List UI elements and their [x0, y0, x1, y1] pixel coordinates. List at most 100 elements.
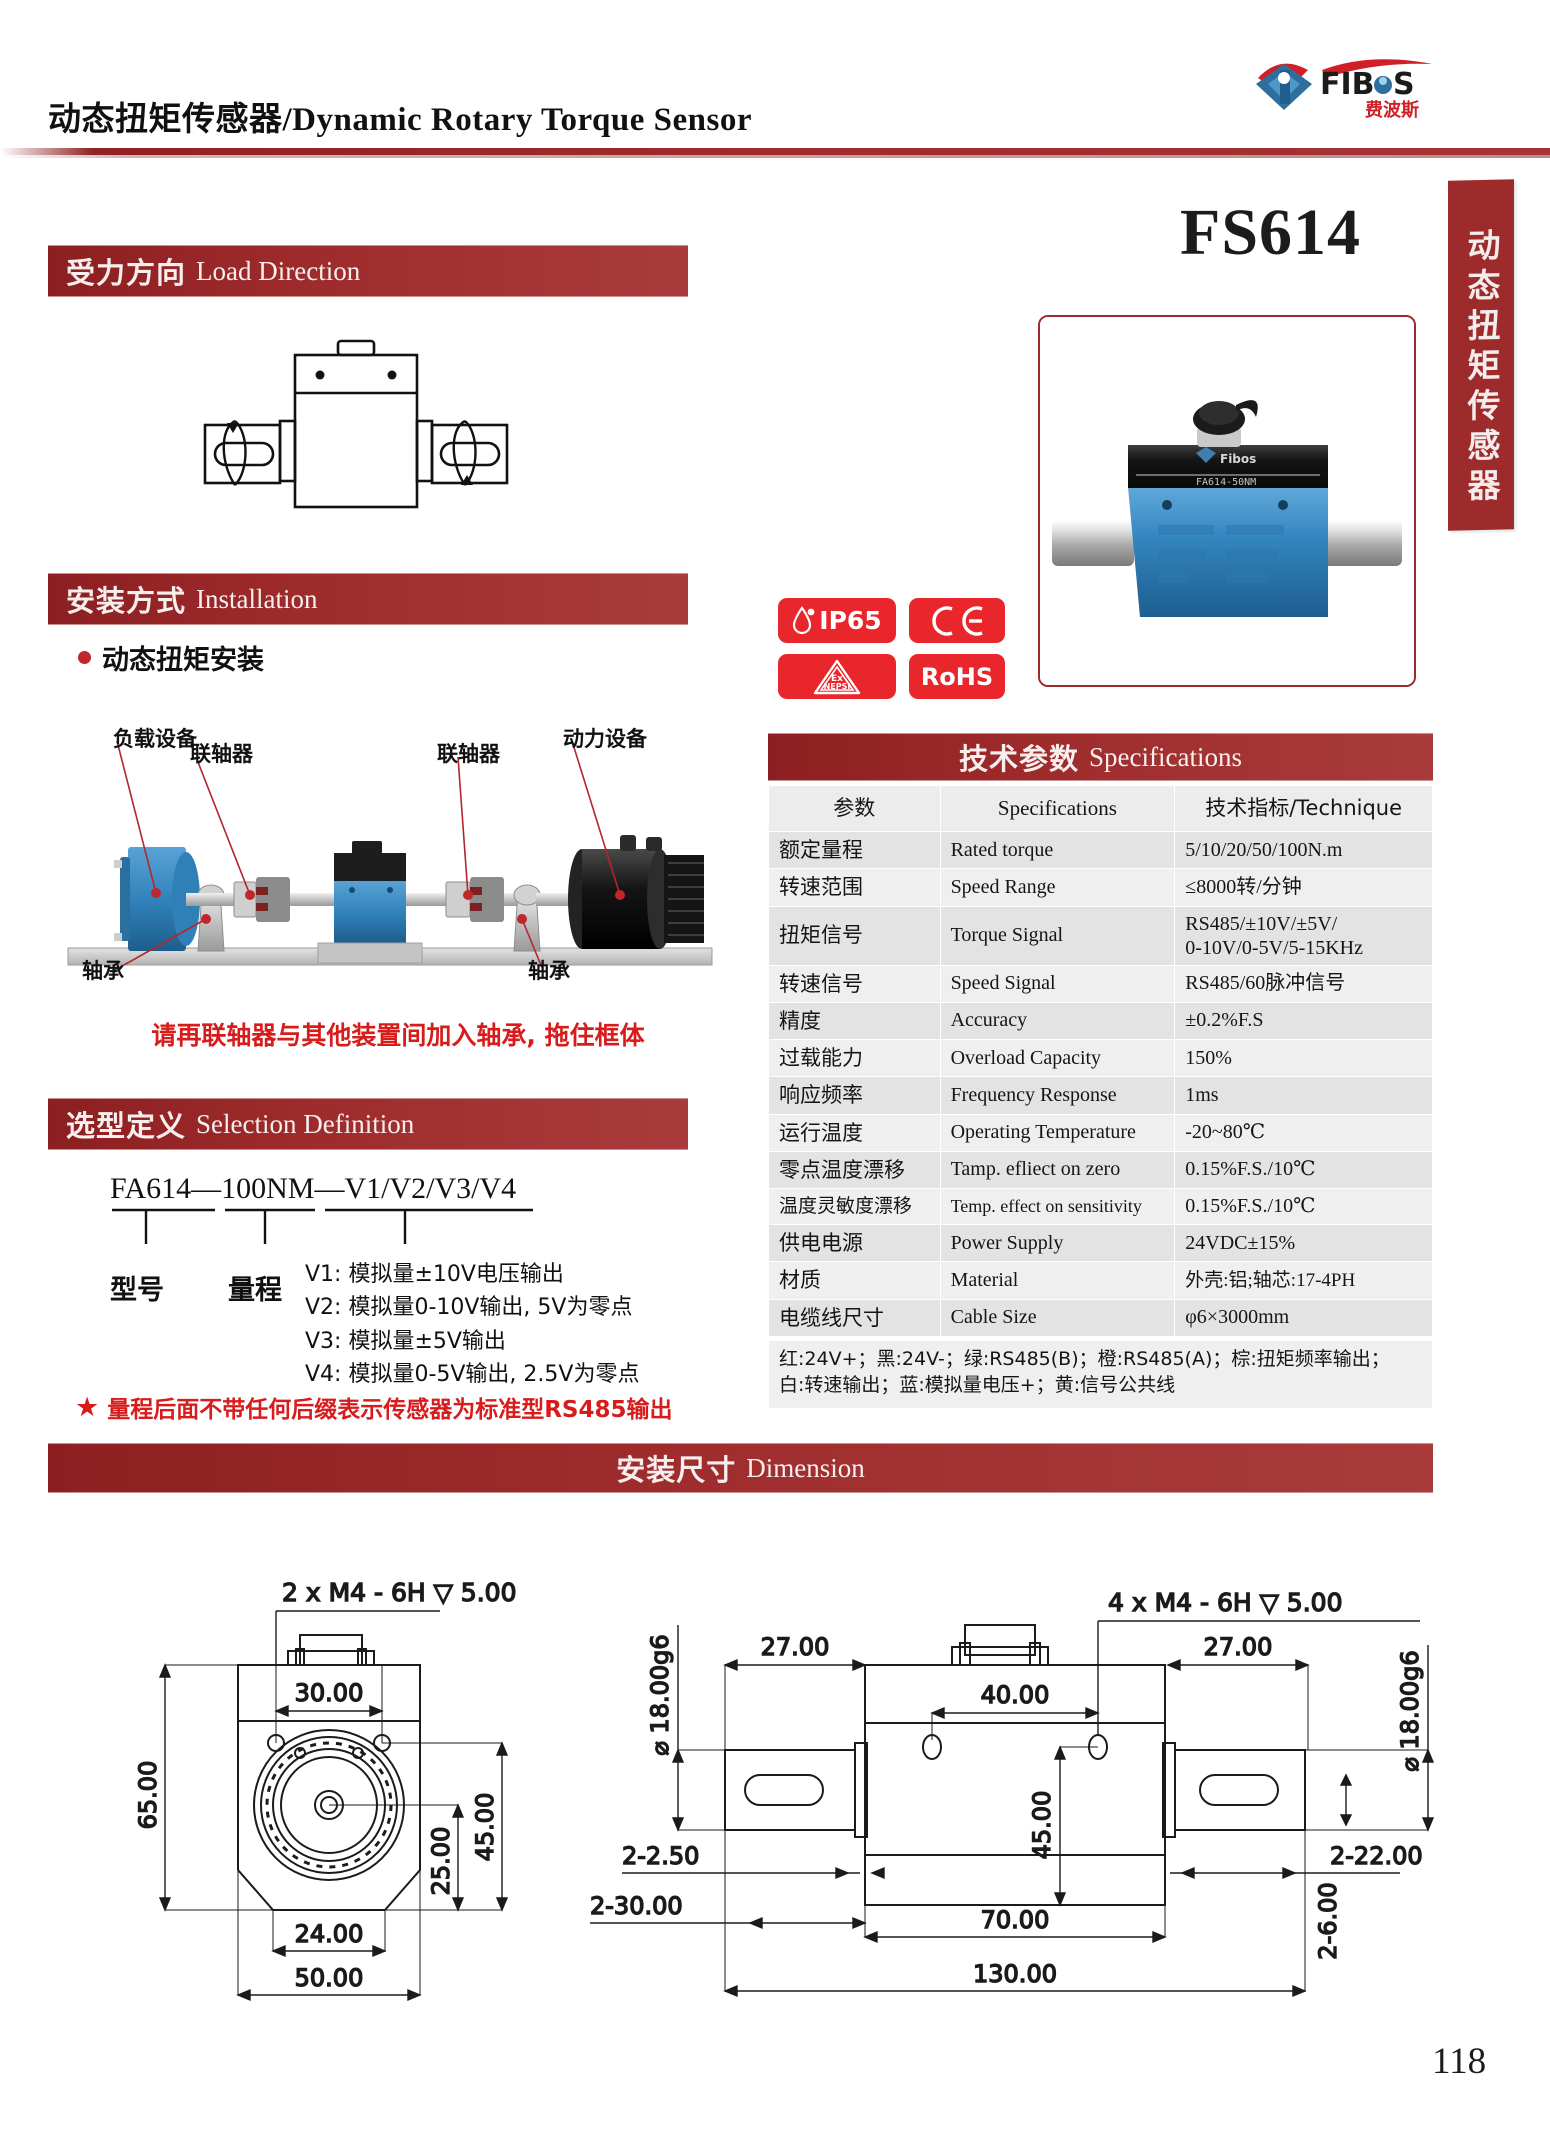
spec-value: -20~80℃ [1174, 1113, 1433, 1152]
dimension-drawing-side-view: 4 x M4 - 6H ▽ 5.00 ⌀ 18.00g6 ⌀ 18.00g6 2… [589, 1587, 1435, 1998]
ex-nepsi-icon: Ex NEPSI [813, 659, 861, 694]
header-divider-light [0, 155, 1550, 158]
rohs-badge: RoHS [909, 654, 1005, 699]
dim-40: 40.00 [981, 1681, 1050, 1709]
label-power-device: 动力设备 [563, 727, 647, 751]
selection-option-v3: V3: 模拟量±5V输出 [305, 1328, 506, 1354]
spec-value: ≤8000转/分钟 [1174, 868, 1433, 907]
spec-param-en: Torque Signal [939, 905, 1176, 966]
spec-param-en: Frequency Response [939, 1076, 1176, 1115]
spec-param-zh: 扭矩信号 [768, 905, 941, 966]
spec-param-zh: 转速信号 [768, 964, 941, 1003]
section-title-zh: 安装尺寸 [616, 1453, 737, 1487]
water-drop-icon [793, 605, 815, 634]
spec-param-zh: 温度灵敏度漂移 [768, 1188, 941, 1225]
spec-param-en: Cable Size [939, 1298, 1176, 1337]
section-title-en: Specifications [1089, 741, 1242, 772]
spec-value: φ6×3000mm [1174, 1298, 1433, 1337]
model-name: FS614 [1180, 196, 1362, 269]
spec-value: 5/10/20/50/100N.m [1174, 830, 1433, 870]
spec-value: 24VDC±15% [1174, 1223, 1433, 1263]
dim-2-22-00: 2-22.00 [1330, 1842, 1423, 1870]
spec-value: RS485/60脉冲信号 [1174, 964, 1433, 1003]
dim-25: 25.00 [427, 1827, 455, 1896]
side-tab-label: 动态扭矩传感器 [1462, 227, 1501, 509]
section-title-en: Selection Definition [196, 1108, 415, 1139]
dim-2-2-50: 2-2.50 [622, 1842, 699, 1870]
section-header-specifications: 技术参数 Specifications [768, 733, 1433, 781]
dim-70: 70.00 [981, 1906, 1050, 1934]
dim-130: 130.00 [973, 1960, 1057, 1988]
spec-param-zh: 精度 [768, 1001, 941, 1041]
spec-value: 外壳:铝;轴芯:17-4PH [1174, 1261, 1433, 1300]
col-header-spec: Specifications [939, 785, 1176, 832]
spec-value: 1ms [1174, 1076, 1433, 1115]
section-title-zh: 受力方向 [66, 256, 187, 290]
spec-param-zh: 转速范围 [768, 868, 941, 907]
product-photo: Fibos FA614-50NM [1038, 315, 1416, 687]
selection-option-v2: V2: 模拟量0-10V输出, 5V为零点 [305, 1295, 633, 1321]
spec-param-en: Speed Range [939, 868, 1176, 907]
svg-text:Fibos: Fibos [1220, 452, 1256, 466]
spec-param-en: Material [939, 1261, 1176, 1300]
dim-2-6-00: 2-6.00 [1314, 1882, 1342, 1959]
table-header-row: 参数 Specifications 技术指标/Technique [768, 785, 1433, 832]
selection-star-text: 量程后面不带任何后缀表示传感器为标准型RS485输出 [107, 1397, 673, 1423]
svg-text:Ex: Ex [831, 674, 843, 684]
bullet-dot-icon [78, 651, 91, 664]
dim-27-left: 27.00 [761, 1633, 830, 1661]
page-title: 动态扭矩传感器/Dynamic Rotary Torque Sensor [48, 102, 753, 138]
selection-option-v1: V1: 模拟量±10V电压输出 [305, 1262, 564, 1287]
spec-param-zh: 额定量程 [768, 830, 941, 870]
installation-diagram [67, 740, 713, 971]
spec-param-zh: 响应频率 [768, 1076, 941, 1115]
installation-warning: 请再联轴器与其他装置间加入轴承, 拖住框体 [151, 1021, 645, 1050]
dim-24: 24.00 [295, 1920, 364, 1948]
dim-thread-note-right: 4 x M4 - 6H ▽ 5.00 [1108, 1588, 1342, 1617]
ce-badge [909, 598, 1005, 643]
side-tab: 动态扭矩传感器 [1448, 179, 1514, 531]
spec-param-zh: 电缆线尺寸 [768, 1298, 941, 1337]
page-number: 118 [1432, 2041, 1487, 2082]
spec-param-zh: 供电电源 [768, 1223, 941, 1263]
header-divider [0, 148, 1550, 155]
ex-nepsi-badge: Ex NEPSI [778, 654, 896, 699]
col-header-technique: 技术指标/Technique [1174, 785, 1433, 832]
section-header-selection: 选型定义 Selection Definition [48, 1098, 688, 1150]
spec-param-zh: 运行温度 [768, 1113, 941, 1152]
spec-param-en: Rated torque [939, 830, 1176, 870]
label-load-device: 负载设备 [113, 727, 197, 751]
spec-value: 0.15%F.S./10℃ [1174, 1150, 1433, 1190]
section-header-installation: 安装方式 Installation [48, 573, 688, 625]
fibos-logo-icon: FIB S 费波斯 [1256, 59, 1432, 121]
selection-term-model: 型号 [110, 1275, 164, 1306]
spec-param-en: Temp. effect on sensitivity [939, 1188, 1176, 1225]
label-coupling-left: 联轴器 [190, 742, 253, 766]
dim-30: 30.00 [295, 1679, 364, 1707]
selection-option-v4: V4: 模拟量0-5V输出, 2.5V为零点 [305, 1362, 640, 1388]
section-title-zh: 安装方式 [66, 584, 187, 618]
selection-code: FA614—100NM—V1/V2/V3/V4 [110, 1172, 517, 1205]
section-title-zh: 选型定义 [66, 1109, 187, 1143]
load-direction-drawing [203, 339, 509, 509]
dim-45-side: 45.00 [1028, 1791, 1056, 1860]
spec-param-en: Tamp. efliect on zero [939, 1150, 1176, 1190]
section-title-en: Installation [196, 583, 318, 614]
svg-text:NEPSI: NEPSI [824, 682, 851, 691]
logo-wordmark: FIB [1320, 67, 1375, 102]
section-title-en: Load Direction [196, 255, 361, 286]
wiring-note-line1: 红:24V+；黑:24V-；绿:RS485(B)；橙:RS485(A)；棕:扭矩… [779, 1348, 1390, 1370]
section-title-zh: 技术参数 [959, 742, 1080, 776]
